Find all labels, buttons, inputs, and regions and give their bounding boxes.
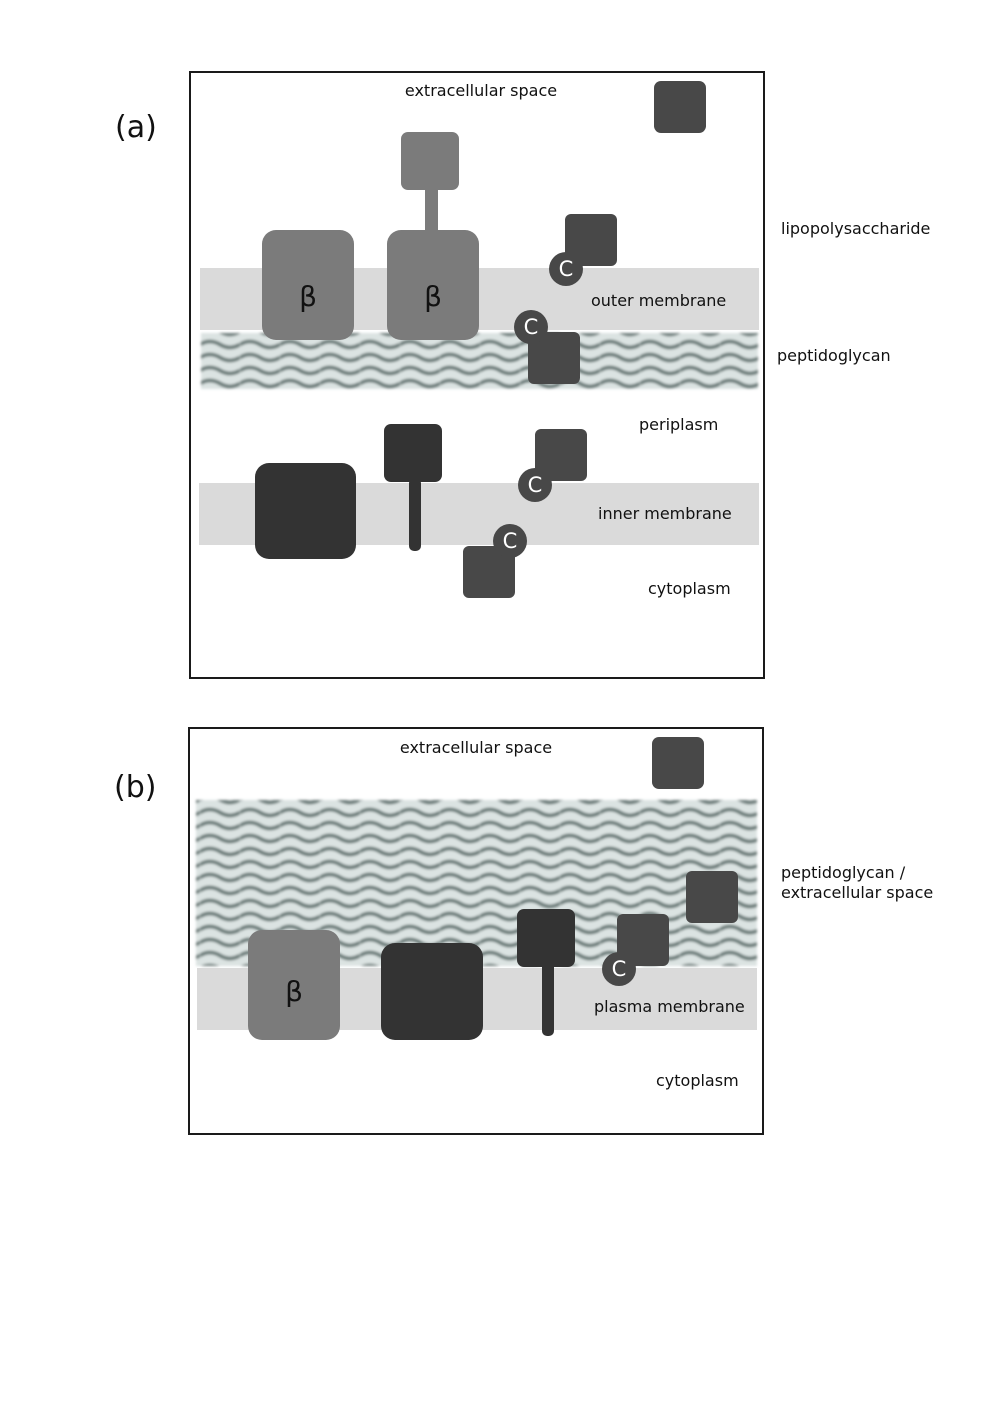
c-label: C <box>503 529 518 553</box>
peptidoglycan-layer <box>201 333 758 389</box>
panel-a: (a) β β C C <box>115 71 930 679</box>
panel-a-frame <box>189 71 765 679</box>
cytoplasm-label: cytoplasm <box>656 1071 739 1090</box>
anchored-protein <box>517 909 575 1036</box>
peptidoglycan-label: peptidoglycan <box>777 346 891 365</box>
beta-barrel-protein-1: β <box>262 230 354 340</box>
extracellular-space-label: extracellular space <box>405 81 557 100</box>
integral-membrane-protein <box>381 943 483 1040</box>
lipoprotein-cytoplasmic: C <box>463 524 527 598</box>
lipoprotein-periplasmic: C <box>518 429 587 502</box>
extracellular-space-label: extracellular space <box>400 738 552 757</box>
c-label: C <box>528 473 543 497</box>
secreted-protein <box>654 81 706 133</box>
beta-label: β <box>424 280 442 313</box>
peptidoglycan-label-line2: extracellular space <box>781 883 933 902</box>
lipoprotein: C <box>602 914 669 986</box>
outer-membrane-label: outer membrane <box>591 291 726 310</box>
integral-membrane-protein <box>255 463 356 559</box>
panel-a-label: (a) <box>115 110 157 145</box>
lipoprotein-outer-surface: C <box>549 214 617 286</box>
peptidoglycan-label-line1: peptidoglycan / <box>781 863 906 882</box>
beta-barrel-protein: β <box>248 930 340 1040</box>
cytoplasm-label: cytoplasm <box>648 579 731 598</box>
beta-label: β <box>299 280 317 313</box>
panel-b-frame <box>188 727 764 1135</box>
plasma-membrane-label: plasma membrane <box>594 997 745 1016</box>
beta-barrel-protein-2: β <box>387 132 479 340</box>
lipopolysaccharide-label: lipopolysaccharide <box>781 219 930 238</box>
beta-label: β <box>285 975 303 1008</box>
periplasm-label: periplasm <box>639 415 718 434</box>
inner-membrane-label: inner membrane <box>598 504 732 523</box>
panel-b-label: (b) <box>114 770 156 805</box>
wall-associated-protein <box>686 871 738 923</box>
secreted-protein <box>652 737 704 789</box>
anchored-protein <box>384 424 442 551</box>
lipoprotein-outer-inner-face: C <box>514 310 580 384</box>
c-label: C <box>559 257 574 281</box>
c-label: C <box>612 957 627 981</box>
panel-b: (b) β C extracellular space peptidogly <box>114 727 933 1135</box>
c-label: C <box>524 315 539 339</box>
